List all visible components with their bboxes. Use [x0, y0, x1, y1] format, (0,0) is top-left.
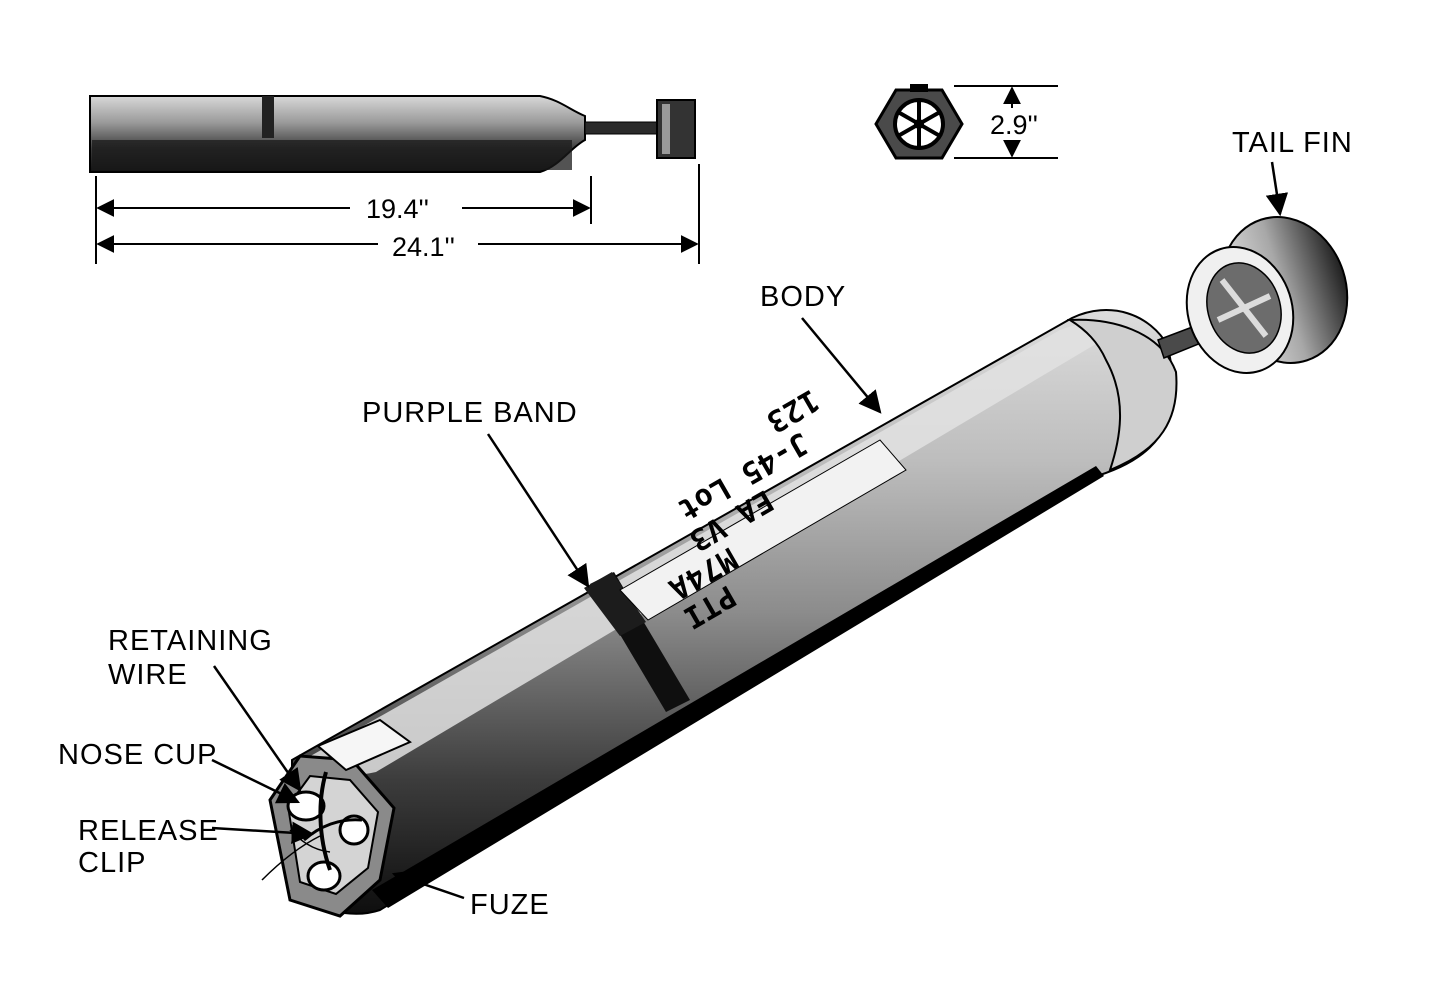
dim-body-length: 19.4''	[366, 194, 429, 224]
nose-cup-right	[338, 814, 370, 846]
leader-fuze	[391, 869, 465, 900]
tail-fin-vanes	[1216, 278, 1272, 338]
bomb-body-lower-edge	[372, 466, 1104, 908]
end-view-tab	[910, 84, 928, 92]
side-view: 19.4'' 24.1''	[89, 95, 700, 264]
release-clip	[318, 771, 332, 871]
side-view-rod	[584, 121, 658, 135]
label-retaining-wire-line1: RETAINING	[108, 625, 273, 657]
side-view-lower-shadow	[92, 140, 572, 170]
nose-cup-bottom	[306, 860, 342, 892]
leader-purple-band	[486, 433, 590, 588]
leader-tail-fin	[1265, 161, 1289, 217]
side-view-band	[262, 96, 274, 138]
side-view-fin-highlight	[662, 104, 670, 154]
body-label-panel	[619, 439, 907, 621]
label-release-clip-line1: RELEASE	[78, 815, 219, 847]
leader-nose-cup	[211, 758, 301, 804]
label-tail-fin: TAIL FIN	[1232, 127, 1353, 159]
tail-fin	[1185, 216, 1349, 374]
dim-diameter: 2.9''	[990, 110, 1038, 140]
label-retaining-wire-line2: WIRE	[108, 659, 188, 691]
label-purple-band: PURPLE BAND	[362, 397, 578, 429]
label-body: BODY	[760, 281, 846, 313]
marking-line-5: 123	[760, 382, 824, 439]
callouts: TAIL FIN BODY PURPLE BAND RETAINING WIRE…	[58, 127, 1353, 921]
end-view: 2.9''	[874, 84, 1058, 160]
dim-overall-length: 24.1''	[392, 232, 455, 262]
leader-release-clip	[211, 821, 315, 845]
main-bomb: PTI M74A EA V3 J-45 Lot 123	[261, 216, 1349, 918]
label-fuze: FUZE	[470, 889, 550, 921]
nose-plate	[316, 718, 412, 772]
label-nose-cup: NOSE CUP	[58, 739, 217, 771]
nose-end	[261, 718, 412, 918]
label-release-clip-line2: CLIP	[78, 847, 146, 879]
purple-band-top	[584, 572, 646, 636]
end-view-spokes	[897, 100, 941, 148]
leader-body	[801, 317, 882, 414]
leader-retaining-wire	[212, 665, 302, 792]
bomb-body-tail-taper	[1066, 318, 1178, 472]
